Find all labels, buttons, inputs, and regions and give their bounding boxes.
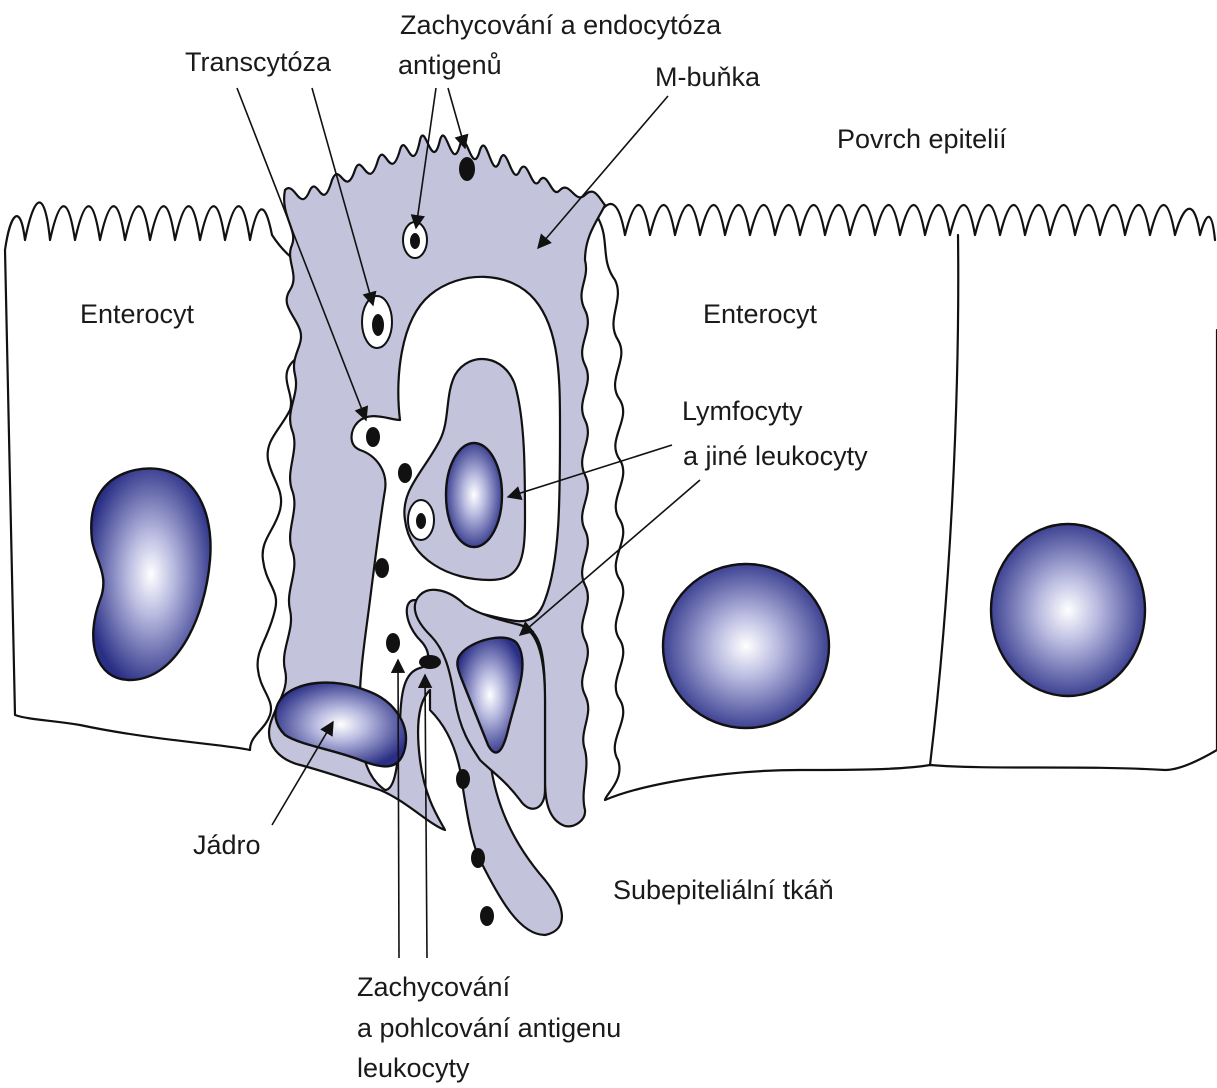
label-capture-endocytosis-2: antigenů (398, 50, 502, 80)
arrow-uptake-2 (425, 675, 427, 958)
antigen-dot (398, 463, 412, 483)
label-lymphocytes-1: Lymfocyty (682, 396, 803, 426)
nucleus-left-enterocyte (91, 468, 210, 680)
label-enterocyte-right: Enterocyt (703, 299, 818, 329)
label-transcytosis: Transcytóza (185, 47, 332, 77)
label-m-cell: M-buňka (655, 62, 761, 92)
label-lymphocytes-2: a jiné leukocyty (683, 441, 868, 471)
arrow-uptake-1 (398, 660, 399, 958)
arrow-capture-2 (448, 88, 465, 148)
label-capture-endocytosis: Zachycování a endocytóza (400, 10, 722, 40)
label-capture-uptake-3: leukocyty (357, 1053, 470, 1083)
antigen-dot (366, 427, 380, 447)
antigen-free (459, 157, 475, 181)
antigen-dot (471, 848, 485, 868)
label-subepithelial: Subepiteliální tkáň (613, 875, 834, 905)
enterocyte-divider (930, 235, 958, 765)
antigen-dot (456, 769, 470, 789)
antigen-dot (419, 655, 441, 669)
nucleus-middle-enterocyte (663, 564, 829, 728)
antigen-dot (480, 906, 494, 926)
antigen-dot (386, 633, 400, 653)
enterocyte-right-body (598, 218, 1217, 800)
label-enterocyte-left: Enterocyt (80, 299, 195, 329)
label-epithelial-surface: Povrch epitelií (837, 124, 1007, 154)
label-nucleus: Jádro (193, 830, 261, 860)
label-capture-uptake-2: a pohlcování antigenu (357, 1013, 621, 1043)
antigen-in-vesicle-lymphocyte (416, 513, 426, 529)
antigen-dot (375, 558, 389, 578)
label-capture-uptake-1: Zachycování (357, 972, 511, 1002)
antigen-in-vesicle-surface (410, 233, 420, 249)
nucleus-lymphocyte-upper (446, 443, 502, 547)
enterocyte-right-outline (598, 204, 1215, 240)
nucleus-right-enterocyte (991, 524, 1145, 696)
antigen-in-vesicle-transcytosis (372, 314, 384, 336)
